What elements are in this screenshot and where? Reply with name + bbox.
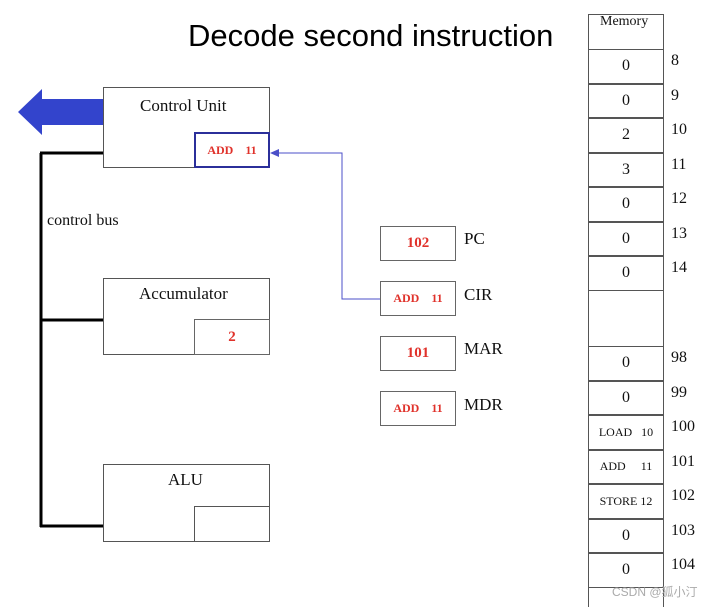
memory-cell-value: 0	[622, 229, 630, 247]
memory-cell: 0	[588, 553, 664, 588]
control-unit-instruction-text: ADD 11	[207, 142, 257, 157]
watermark: CSDN @狐小汀	[612, 585, 698, 599]
control-unit-label: Control Unit	[140, 96, 227, 115]
control-bus-label: control bus	[47, 212, 119, 229]
memory-cell: 0	[588, 221, 664, 256]
memory-cell-value: ADD 11	[599, 459, 653, 474]
cir-label: CIR	[464, 285, 493, 304]
memory-cell: 0	[588, 83, 664, 118]
mar-register-box: 101	[380, 336, 456, 371]
control-output-arrow	[18, 89, 104, 135]
cir-value: ADD 11	[393, 291, 443, 305]
pc-value: 102	[406, 235, 430, 251]
memory-cell-value: 0	[622, 195, 630, 213]
memory-address-label: 102	[671, 487, 695, 504]
memory-cell: 0	[588, 346, 664, 381]
memory-cell-value: 0	[622, 264, 630, 282]
cir-register-box: ADD 11	[380, 281, 456, 316]
memory-cell: 0	[588, 256, 664, 291]
memory-cell: LOAD 10	[588, 415, 664, 450]
memory-cell: ADD 11	[588, 449, 664, 484]
memory-cell: 0	[588, 49, 664, 84]
diagram-title: Decode second instruction	[188, 18, 554, 53]
memory-address-label: 101	[671, 452, 695, 470]
memory-cell: 2	[588, 118, 664, 153]
mdr-label: MDR	[464, 395, 503, 414]
memory-cell: 0	[588, 187, 664, 222]
memory-cell-value: 0	[622, 388, 630, 406]
memory-address-label: 12	[671, 190, 687, 207]
memory-cell-value: STORE 12	[599, 493, 653, 508]
accumulator-value-box: 2	[194, 319, 270, 355]
memory-cell-value: 0	[622, 354, 630, 372]
memory-cell-value: 0	[622, 91, 630, 109]
memory-address-label: 100	[671, 418, 695, 435]
mdr-register-box: ADD 11	[380, 391, 456, 426]
mar-value: 101	[406, 345, 430, 361]
memory-address-label: 14	[671, 259, 687, 276]
memory-address-label: 9	[671, 86, 679, 104]
memory-header: Memory	[600, 14, 649, 29]
alu-inner-box	[194, 506, 270, 542]
memory-address-label: 10	[671, 121, 687, 138]
memory-address-label: 8	[671, 52, 679, 69]
memory-cell-value: 3	[622, 160, 630, 178]
cir-connector-arrowhead	[270, 149, 279, 157]
memory-address-label: 103	[671, 521, 695, 539]
memory-address-label: 104	[671, 556, 695, 573]
pc-label: PC	[464, 229, 485, 248]
memory-cell: 3	[588, 152, 664, 187]
memory-cell-value: 2	[622, 126, 630, 144]
memory-address-label: 99	[671, 383, 687, 401]
mar-label: MAR	[464, 339, 503, 358]
memory-cell-value: 0	[622, 561, 630, 579]
pc-register-box: 102	[380, 226, 456, 261]
memory-cell-value: 0	[622, 526, 630, 544]
accumulator-label: Accumulator	[139, 284, 228, 303]
memory-address-label: 13	[671, 224, 687, 242]
memory-cell-value: 0	[622, 57, 630, 75]
alu-label: ALU	[168, 470, 203, 489]
control-unit-instruction-box: ADD 11	[194, 132, 270, 168]
mdr-value: ADD 11	[393, 401, 443, 415]
accumulator-value: 2	[228, 328, 236, 345]
memory-cell: STORE 12	[588, 484, 664, 519]
memory-address-label: 98	[671, 349, 687, 366]
memory-cell-value: LOAD 10	[598, 424, 654, 439]
memory-address-label: 11	[671, 155, 687, 173]
cir-to-control-unit-connector	[276, 152, 380, 300]
memory-cell: 0	[588, 518, 664, 553]
memory-cell: 0	[588, 380, 664, 415]
